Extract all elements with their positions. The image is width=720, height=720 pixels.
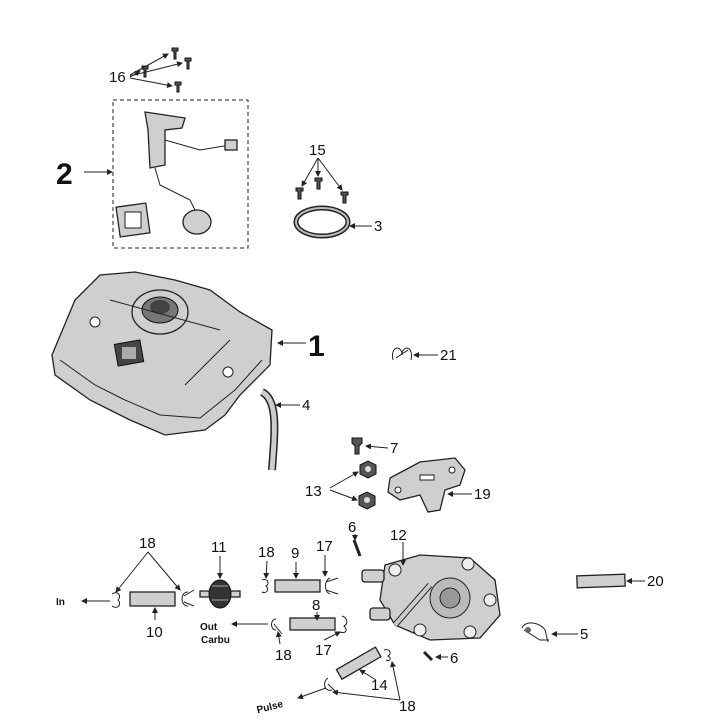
label-3: 3 xyxy=(374,218,382,235)
tube-8-set xyxy=(231,612,348,645)
fuel-filter-11 xyxy=(199,556,241,609)
bolt-7 xyxy=(351,437,389,455)
pulse-tube-14 xyxy=(297,646,401,701)
label-18-mid: 18 xyxy=(258,544,275,561)
bracket-19 xyxy=(387,457,472,513)
clamp-5 xyxy=(521,622,578,643)
fuel-pump-12 xyxy=(361,542,501,641)
label-18-bottom: 18 xyxy=(399,698,416,715)
label-17-upper: 17 xyxy=(316,538,333,555)
label-17-lower: 17 xyxy=(315,642,332,659)
label-out: Out xyxy=(200,622,218,633)
label-6-upper: 6 xyxy=(348,519,356,536)
label-carbu: Carbu xyxy=(201,635,230,646)
label-8: 8 xyxy=(312,597,320,614)
ring-3 xyxy=(293,205,372,239)
label-13: 13 xyxy=(305,483,322,500)
label-19: 19 xyxy=(474,486,491,503)
screws-16 xyxy=(129,47,192,93)
label-6-lower: 6 xyxy=(450,650,458,667)
screw-6-lower xyxy=(422,650,448,662)
fuel-tank-1 xyxy=(51,271,273,436)
label-12: 12 xyxy=(390,527,407,544)
label-16: 16 xyxy=(109,69,126,86)
label-7: 7 xyxy=(390,440,398,457)
tube-20 xyxy=(576,573,645,589)
label-pulse: Pulse xyxy=(256,699,285,716)
screws-15 xyxy=(295,157,349,204)
label-18-lower: 18 xyxy=(275,647,292,664)
label-15: 15 xyxy=(309,142,326,159)
label-10: 10 xyxy=(146,624,163,641)
label-5: 5 xyxy=(580,626,588,643)
label-14: 14 xyxy=(371,677,388,694)
fuel-gauge-sender-2 xyxy=(112,99,249,249)
label-11: 11 xyxy=(211,539,227,556)
label-21: 21 xyxy=(440,347,457,364)
breather-hose-4 xyxy=(259,388,300,471)
label-9: 9 xyxy=(291,545,299,562)
tube-9-set xyxy=(261,555,339,595)
label-2: 2 xyxy=(56,158,73,191)
label-1: 1 xyxy=(308,330,325,363)
inlet-line xyxy=(81,551,195,620)
label-20: 20 xyxy=(647,573,664,590)
label-in: In xyxy=(56,597,65,608)
label-18-left: 18 xyxy=(139,535,156,552)
screw-6-upper xyxy=(352,534,362,557)
label-4: 4 xyxy=(302,397,310,414)
clip-21 xyxy=(392,347,438,361)
nuts-13 xyxy=(329,460,377,510)
